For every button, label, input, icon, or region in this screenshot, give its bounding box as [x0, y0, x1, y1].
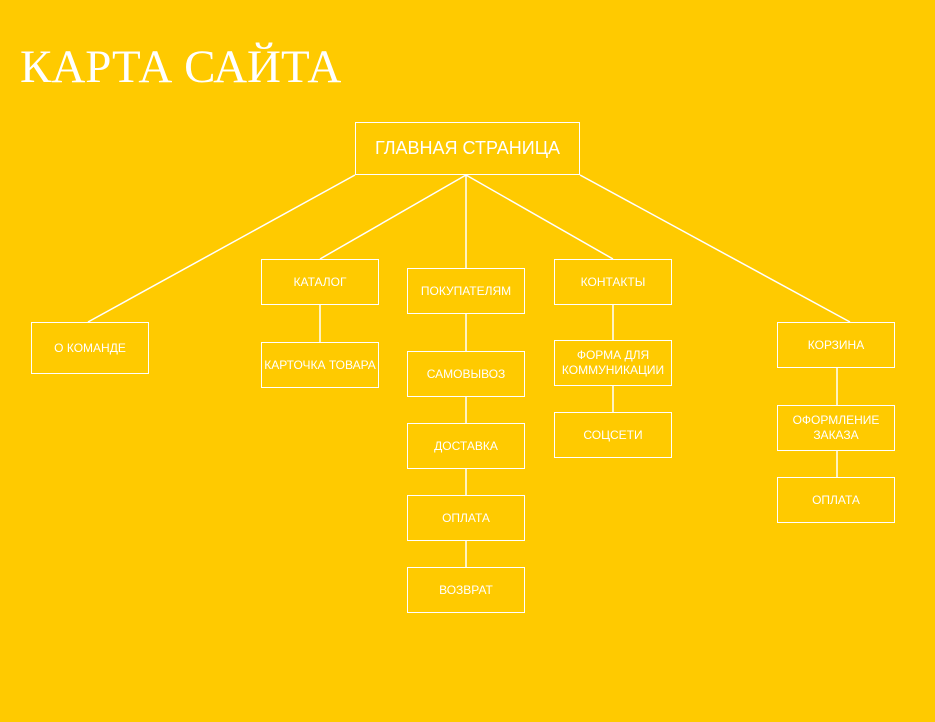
- node-contacts-label: КОНТАКТЫ: [580, 274, 646, 289]
- node-cart[interactable]: КОРЗИНА: [777, 322, 895, 368]
- node-catalog[interactable]: КАТАЛОГ: [261, 259, 379, 305]
- node-catalog-label: КАТАЛОГ: [293, 274, 347, 289]
- node-customers-label: ПОКУПАТЕЛЯМ: [420, 283, 512, 298]
- node-return-label: ВОЗВРАТ: [439, 582, 493, 597]
- node-about-team-label: О КОМАНДЕ: [54, 340, 126, 355]
- node-pickup[interactable]: САМОВЫВОЗ: [407, 351, 525, 397]
- page-title: КАРТА САЙТА: [20, 41, 342, 93]
- link-root-about: [87, 174, 356, 323]
- link-root-catalog: [319, 174, 467, 260]
- node-delivery[interactable]: ДОСТАВКА: [407, 423, 525, 469]
- node-social-networks[interactable]: СОЦСЕТИ: [554, 412, 672, 458]
- node-home-page[interactable]: ГЛАВНАЯ СТРАНИЦА: [355, 122, 580, 175]
- node-about-team[interactable]: О КОМАНДЕ: [31, 322, 149, 374]
- node-delivery-label: ДОСТАВКА: [434, 438, 498, 453]
- node-cart-payment[interactable]: ОПЛАТА: [777, 477, 895, 523]
- node-product-card-label: КАРТОЧКА ТОВАРА: [264, 357, 376, 372]
- node-cart-label: КОРЗИНА: [807, 337, 865, 352]
- node-contacts[interactable]: КОНТАКТЫ: [554, 259, 672, 305]
- node-customers[interactable]: ПОКУПАТЕЛЯМ: [407, 268, 525, 314]
- link-root-contacts: [465, 174, 614, 260]
- node-customers-payment-label: ОПЛАТА: [442, 510, 490, 525]
- node-customers-payment[interactable]: ОПЛАТА: [407, 495, 525, 541]
- node-pickup-label: САМОВЫВОЗ: [426, 366, 506, 381]
- node-product-card[interactable]: КАРТОЧКА ТОВАРА: [261, 342, 379, 388]
- node-contact-form-label: ФОРМА ДЛЯ КОММУНИКАЦИИ: [561, 348, 665, 377]
- node-home-page-label: ГЛАВНАЯ СТРАНИЦА: [374, 138, 561, 158]
- node-return[interactable]: ВОЗВРАТ: [407, 567, 525, 613]
- node-cart-payment-label: ОПЛАТА: [812, 492, 860, 507]
- link-root-cart: [579, 174, 851, 323]
- node-contact-form[interactable]: ФОРМА ДЛЯ КОММУНИКАЦИИ: [554, 340, 672, 386]
- node-checkout-label: ОФОРМЛЕНИЕ ЗАКАЗА: [792, 413, 880, 442]
- node-social-networks-label: СОЦСЕТИ: [583, 427, 643, 442]
- node-checkout[interactable]: ОФОРМЛЕНИЕ ЗАКАЗА: [777, 405, 895, 451]
